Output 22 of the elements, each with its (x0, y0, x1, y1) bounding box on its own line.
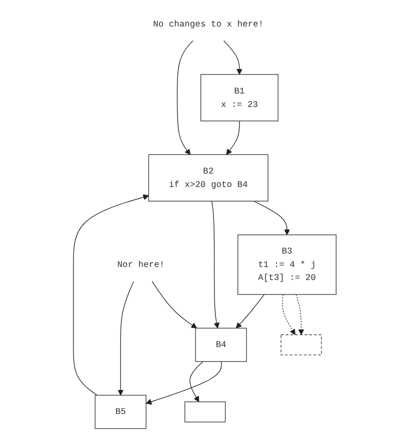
node-box (184, 401, 226, 422)
arrow (146, 361, 222, 405)
arrow (282, 294, 296, 336)
node-box: B1 x := 23 (200, 74, 278, 122)
node-box (280, 334, 322, 356)
arrow (226, 120, 240, 155)
node-text: No changes to x here! (152, 18, 264, 29)
arrow (117, 281, 134, 396)
node-box: B3 t1 := 4 * j A[t3] := 20 (237, 234, 336, 295)
arrow (236, 294, 264, 328)
arrow (295, 294, 304, 336)
arrow (151, 281, 197, 328)
node-text: Nor here! (116, 259, 164, 270)
arrow (72, 194, 149, 396)
arrow (176, 40, 193, 155)
node-box: B2 if x>20 goto B4 (148, 154, 268, 202)
arrow (223, 40, 242, 75)
arrow (211, 200, 220, 328)
node-box: B5 (94, 394, 146, 429)
arrow (253, 200, 290, 236)
node-box: B4 (194, 328, 247, 362)
arrow (189, 361, 204, 402)
